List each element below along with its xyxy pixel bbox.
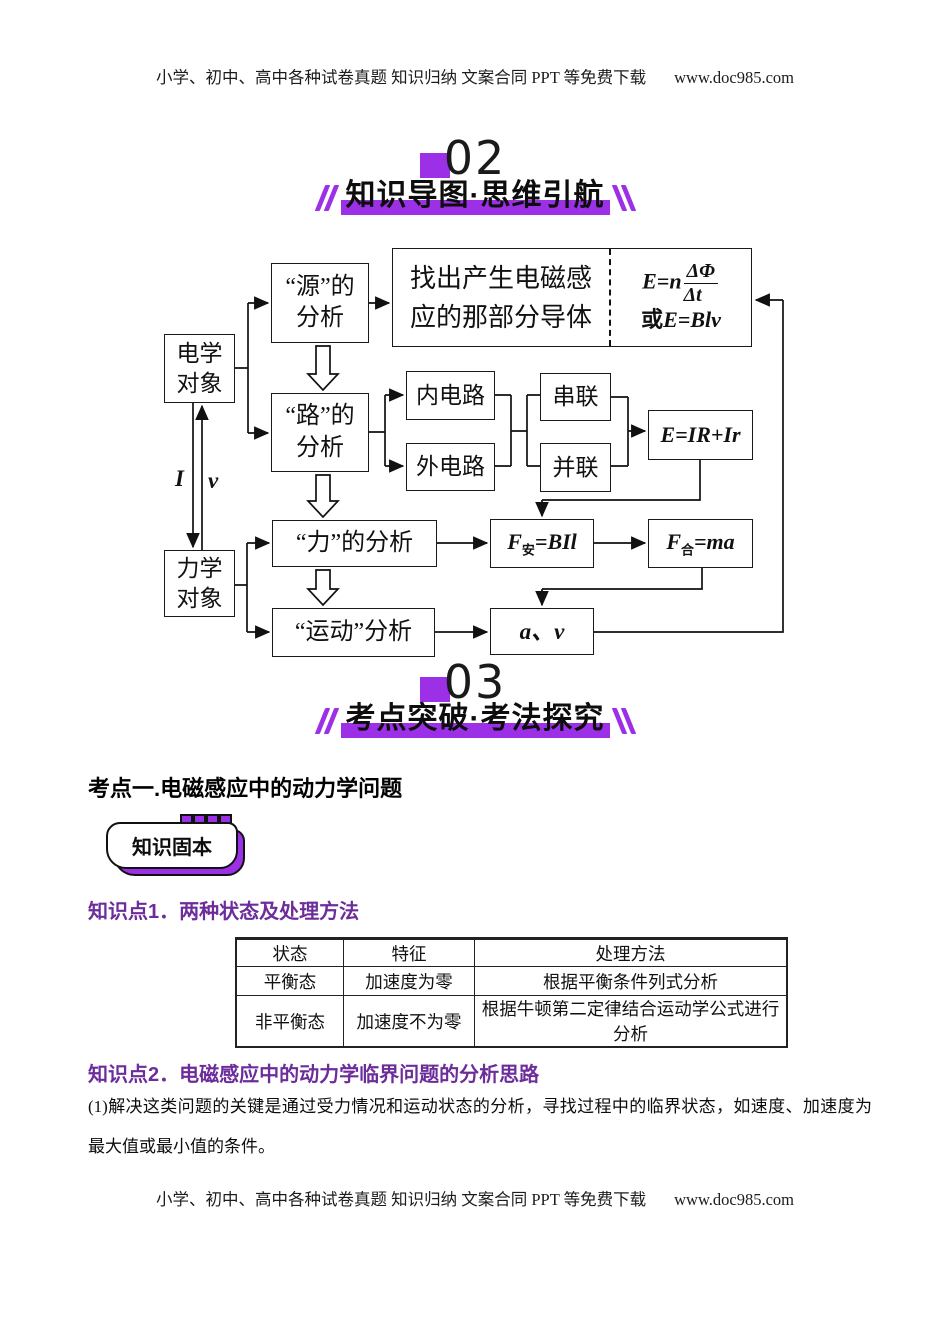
node-circuit-analysis: “路”的 分析 <box>271 393 369 472</box>
page-footer: 小学、初中、高中各种试卷真题 知识归纳 文案合同 PPT 等免费下载 www.do… <box>0 1186 950 1210</box>
node-circuit-formula: E=IR+Ir <box>648 410 753 460</box>
knowledge-point-1-title: 知识点1．两种状态及处理方法 <box>88 901 360 923</box>
section-02-header: 02 <box>0 134 950 182</box>
table-row: 平衡态 加速度为零 根据平衡条件列式分析 <box>235 966 788 996</box>
table-cell: 根据牛顿第二定律结合运动学公式进行分析 <box>474 995 788 1048</box>
knowledge-point-2-paragraph: (1)解决这类问题的关键是通过受力情况和运动状态的分析，寻找过程中的临界状态，如… <box>88 1097 872 1156</box>
node-series: 串联 <box>540 373 611 421</box>
double-slash-left-icon <box>314 708 339 734</box>
footer-text: 小学、初中、高中各种试卷真题 知识归纳 文案合同 PPT 等免费下载 <box>155 1190 647 1209</box>
knowledge-badge: 知识固本 <box>106 814 245 876</box>
table-cell: 加速度不为零 <box>343 995 475 1048</box>
page-header: 小学、初中、高中各种试卷真题 知识归纳 文案合同 PPT 等免费下载 www.do… <box>0 64 950 88</box>
node-mechanical-object: 力学 对象 <box>164 550 235 617</box>
table-header-cell: 特征 <box>343 937 475 967</box>
badge-label: 知识固本 <box>106 822 238 869</box>
current-label: I <box>175 466 184 491</box>
section-03-number: 03 <box>419 655 507 709</box>
kaodian-title: 考点一.电磁感应中的动力学问题 <box>88 776 403 801</box>
double-slash-right-icon <box>611 708 636 734</box>
node-net-force: F合=ma <box>648 519 753 568</box>
section-03-title-row: 考点突破·考法探究 <box>0 702 950 738</box>
section-02-title: 知识导图·思维引航 <box>340 179 610 215</box>
node-force-analysis: “力”的分析 <box>272 520 437 567</box>
header-text: 小学、初中、高中各种试卷真题 知识归纳 文案合同 PPT 等免费下载 <box>155 68 647 87</box>
knowledge-point-2-title: 知识点2．电磁感应中的动力学临界问题的分析思路 <box>88 1064 540 1086</box>
table-cell: 根据平衡条件列式分析 <box>474 966 788 996</box>
section-03-header: 03 <box>0 658 950 706</box>
section-03-title: 考点突破·考法探究 <box>340 702 610 738</box>
section-02-number: 02 <box>419 131 507 185</box>
node-electric-object: 电学 对象 <box>164 334 235 403</box>
hollow-down-arrows <box>306 345 340 607</box>
states-table: 状态 特征 处理方法 平衡态 加速度为零 根据平衡条件列式分析 非平衡态 加速度… <box>235 937 788 1048</box>
emf-line2: 或E=Blv <box>641 306 721 332</box>
table-header-cell: 状态 <box>235 937 344 967</box>
table-row: 非平衡态 加速度不为零 根据牛顿第二定律结合运动学公式进行分析 <box>235 995 788 1048</box>
table-cell: 非平衡态 <box>235 995 344 1048</box>
node-inner-circuit: 内电路 <box>406 371 495 420</box>
table-header-row: 状态 特征 处理方法 <box>235 937 788 967</box>
node-a-v: a、v <box>490 608 594 655</box>
node-outer-circuit: 外电路 <box>406 443 495 491</box>
table-cell: 平衡态 <box>235 966 344 996</box>
footer-url: www.doc985.com <box>674 1190 795 1209</box>
table-cell: 加速度为零 <box>343 966 475 996</box>
diagram-connectors <box>186 293 784 639</box>
section-02-title-row: 知识导图·思维引航 <box>0 179 950 215</box>
find-conductor-text: 找出产生电磁感 应的那部分导体 <box>409 263 592 332</box>
node-ampere-force: F安=BIl <box>490 519 594 568</box>
node-source-analysis: “源”的 分析 <box>271 263 369 343</box>
node-motion-analysis: “运动”分析 <box>272 608 435 657</box>
node-parallel: 并联 <box>540 443 611 492</box>
table-header-cell: 处理方法 <box>474 937 788 967</box>
velocity-label: v <box>208 468 219 493</box>
header-url: www.doc985.com <box>674 68 795 87</box>
